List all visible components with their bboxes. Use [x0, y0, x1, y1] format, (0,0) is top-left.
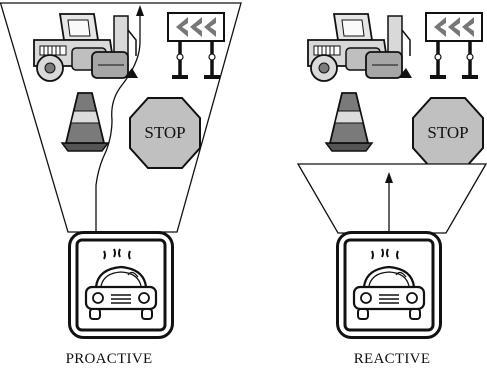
reactive-caption: REACTIVE: [353, 351, 431, 367]
road-barrier-icon: [426, 13, 482, 79]
stop-sign-icon: STOP: [129, 97, 201, 169]
car-icon: [68, 231, 174, 339]
stop-sign-text: STOP: [144, 123, 185, 142]
reactive-view-cone: [296, 163, 487, 234]
stop-sign-icon: STOP: [412, 97, 484, 169]
stop-sign-text: STOP: [427, 123, 468, 142]
reactive-arrow-icon: [385, 172, 393, 183]
proactive-arrow-icon: [136, 5, 144, 16]
reactive-panel: STOP: [296, 13, 487, 339]
proactive-path-line: [95, 14, 141, 232]
road-roller-icon: [307, 13, 413, 82]
proactive-caption: PROACTIVE: [65, 351, 153, 367]
traffic-cone-icon: [325, 92, 373, 152]
proactive-panel: STOP: [0, 2, 242, 339]
car-icon: [336, 231, 442, 339]
